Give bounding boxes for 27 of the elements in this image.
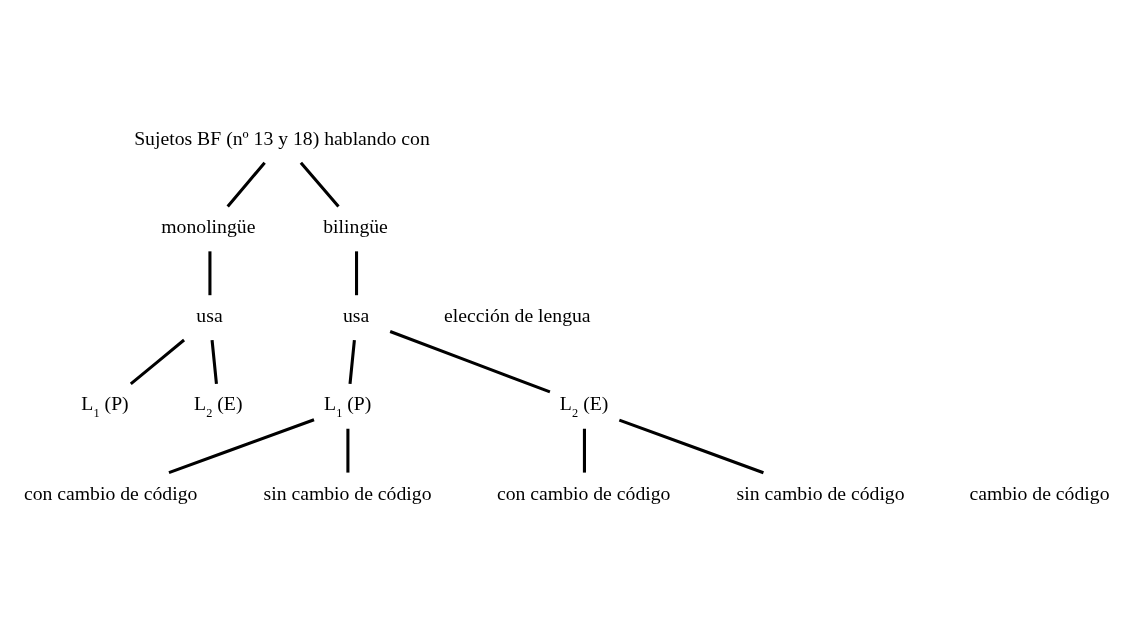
node-text: L$_{1}$ (P)	[323, 391, 372, 420]
node-text: L$_{1}$ (P)	[81, 391, 129, 420]
node-text: con cambio de código	[23, 481, 198, 504]
connector	[618, 418, 764, 474]
connector	[226, 161, 266, 207]
label: elección de lengua	[444, 303, 591, 326]
label: cambio de código	[969, 481, 1110, 504]
connector	[168, 417, 315, 474]
connector	[208, 250, 212, 295]
connector	[299, 161, 340, 207]
node-text: L$_{2}$ (E)	[559, 391, 609, 420]
node-text: sin cambio de código	[263, 481, 432, 504]
connector	[389, 329, 551, 393]
node-text: Sujetos BF (nº 13 y 18) hablando con	[134, 126, 430, 149]
node-text: monolingüe	[161, 214, 256, 237]
connector	[346, 428, 350, 473]
node-text: sin cambio de código	[736, 481, 905, 504]
node-text: L$_{2}$ (E)	[193, 391, 243, 420]
node-text: usa	[196, 303, 223, 326]
connector	[582, 428, 586, 473]
node-text: con cambio de código	[496, 481, 671, 504]
connector	[129, 338, 186, 385]
node-text: usa	[342, 303, 370, 326]
connector	[355, 250, 359, 295]
node-text: bilingüe	[323, 214, 388, 237]
connector	[348, 339, 356, 384]
connector	[210, 339, 218, 384]
